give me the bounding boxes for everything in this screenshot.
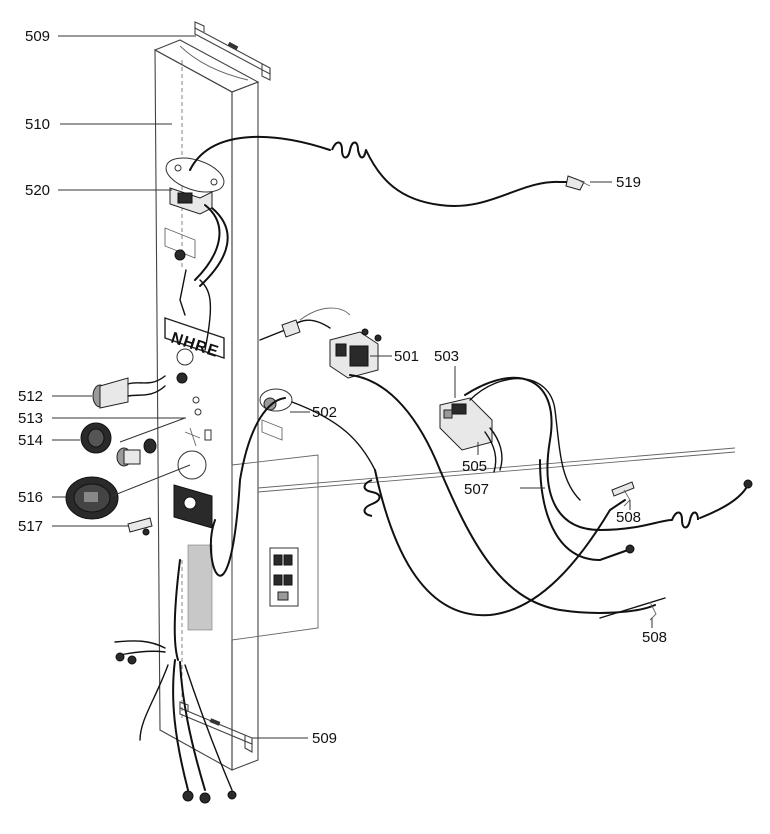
mounting-bracket-top — [194, 21, 271, 81]
housing-column — [153, 39, 736, 771]
relay-501 — [259, 307, 382, 379]
front-openings — [176, 348, 212, 480]
callout-503: 503 — [434, 348, 459, 365]
wire-519 — [189, 135, 591, 207]
callout-502: 502 — [312, 404, 337, 421]
probe-508-lower — [599, 597, 666, 621]
callout-516: 516 — [18, 489, 43, 506]
terminal-block — [269, 547, 299, 607]
callout-512: 512 — [18, 388, 43, 405]
callout-510: 510 — [25, 116, 50, 133]
callout-507: 507 — [464, 481, 489, 498]
display-516 — [65, 476, 119, 520]
callout-501: 501 — [394, 348, 419, 365]
fitting-517 — [127, 517, 153, 536]
callout-514: 514 — [18, 432, 43, 449]
callout-513: 513 — [18, 410, 43, 427]
bottom-wire-harness — [114, 559, 237, 804]
callout-517: 517 — [18, 518, 43, 535]
middle-wiring — [199, 279, 656, 617]
cable-507 — [464, 376, 753, 562]
thermostat-502 — [259, 388, 376, 471]
sensor-520-assembly — [164, 157, 229, 316]
leader-lines — [52, 35, 653, 739]
callout-505: 505 — [462, 458, 487, 475]
callout-509-bottom: 509 — [312, 730, 337, 747]
small-part-513 — [116, 438, 157, 467]
callout-labels: 509 510 520 519 501 503 502 505 507 508 … — [18, 28, 667, 747]
callout-520: 520 — [25, 182, 50, 199]
knob-514 — [80, 422, 112, 454]
mounting-bracket-bottom — [179, 701, 253, 753]
callout-508-lower: 508 — [642, 629, 667, 646]
callout-508-upper: 508 — [616, 509, 641, 526]
callout-509-top: 509 — [25, 28, 50, 45]
connector-512 — [92, 375, 166, 409]
internal-label-plate — [173, 484, 213, 529]
callout-519: 519 — [616, 174, 641, 191]
nhre-plate: NHRE — [164, 317, 225, 361]
control-module-503-505 — [439, 378, 581, 501]
